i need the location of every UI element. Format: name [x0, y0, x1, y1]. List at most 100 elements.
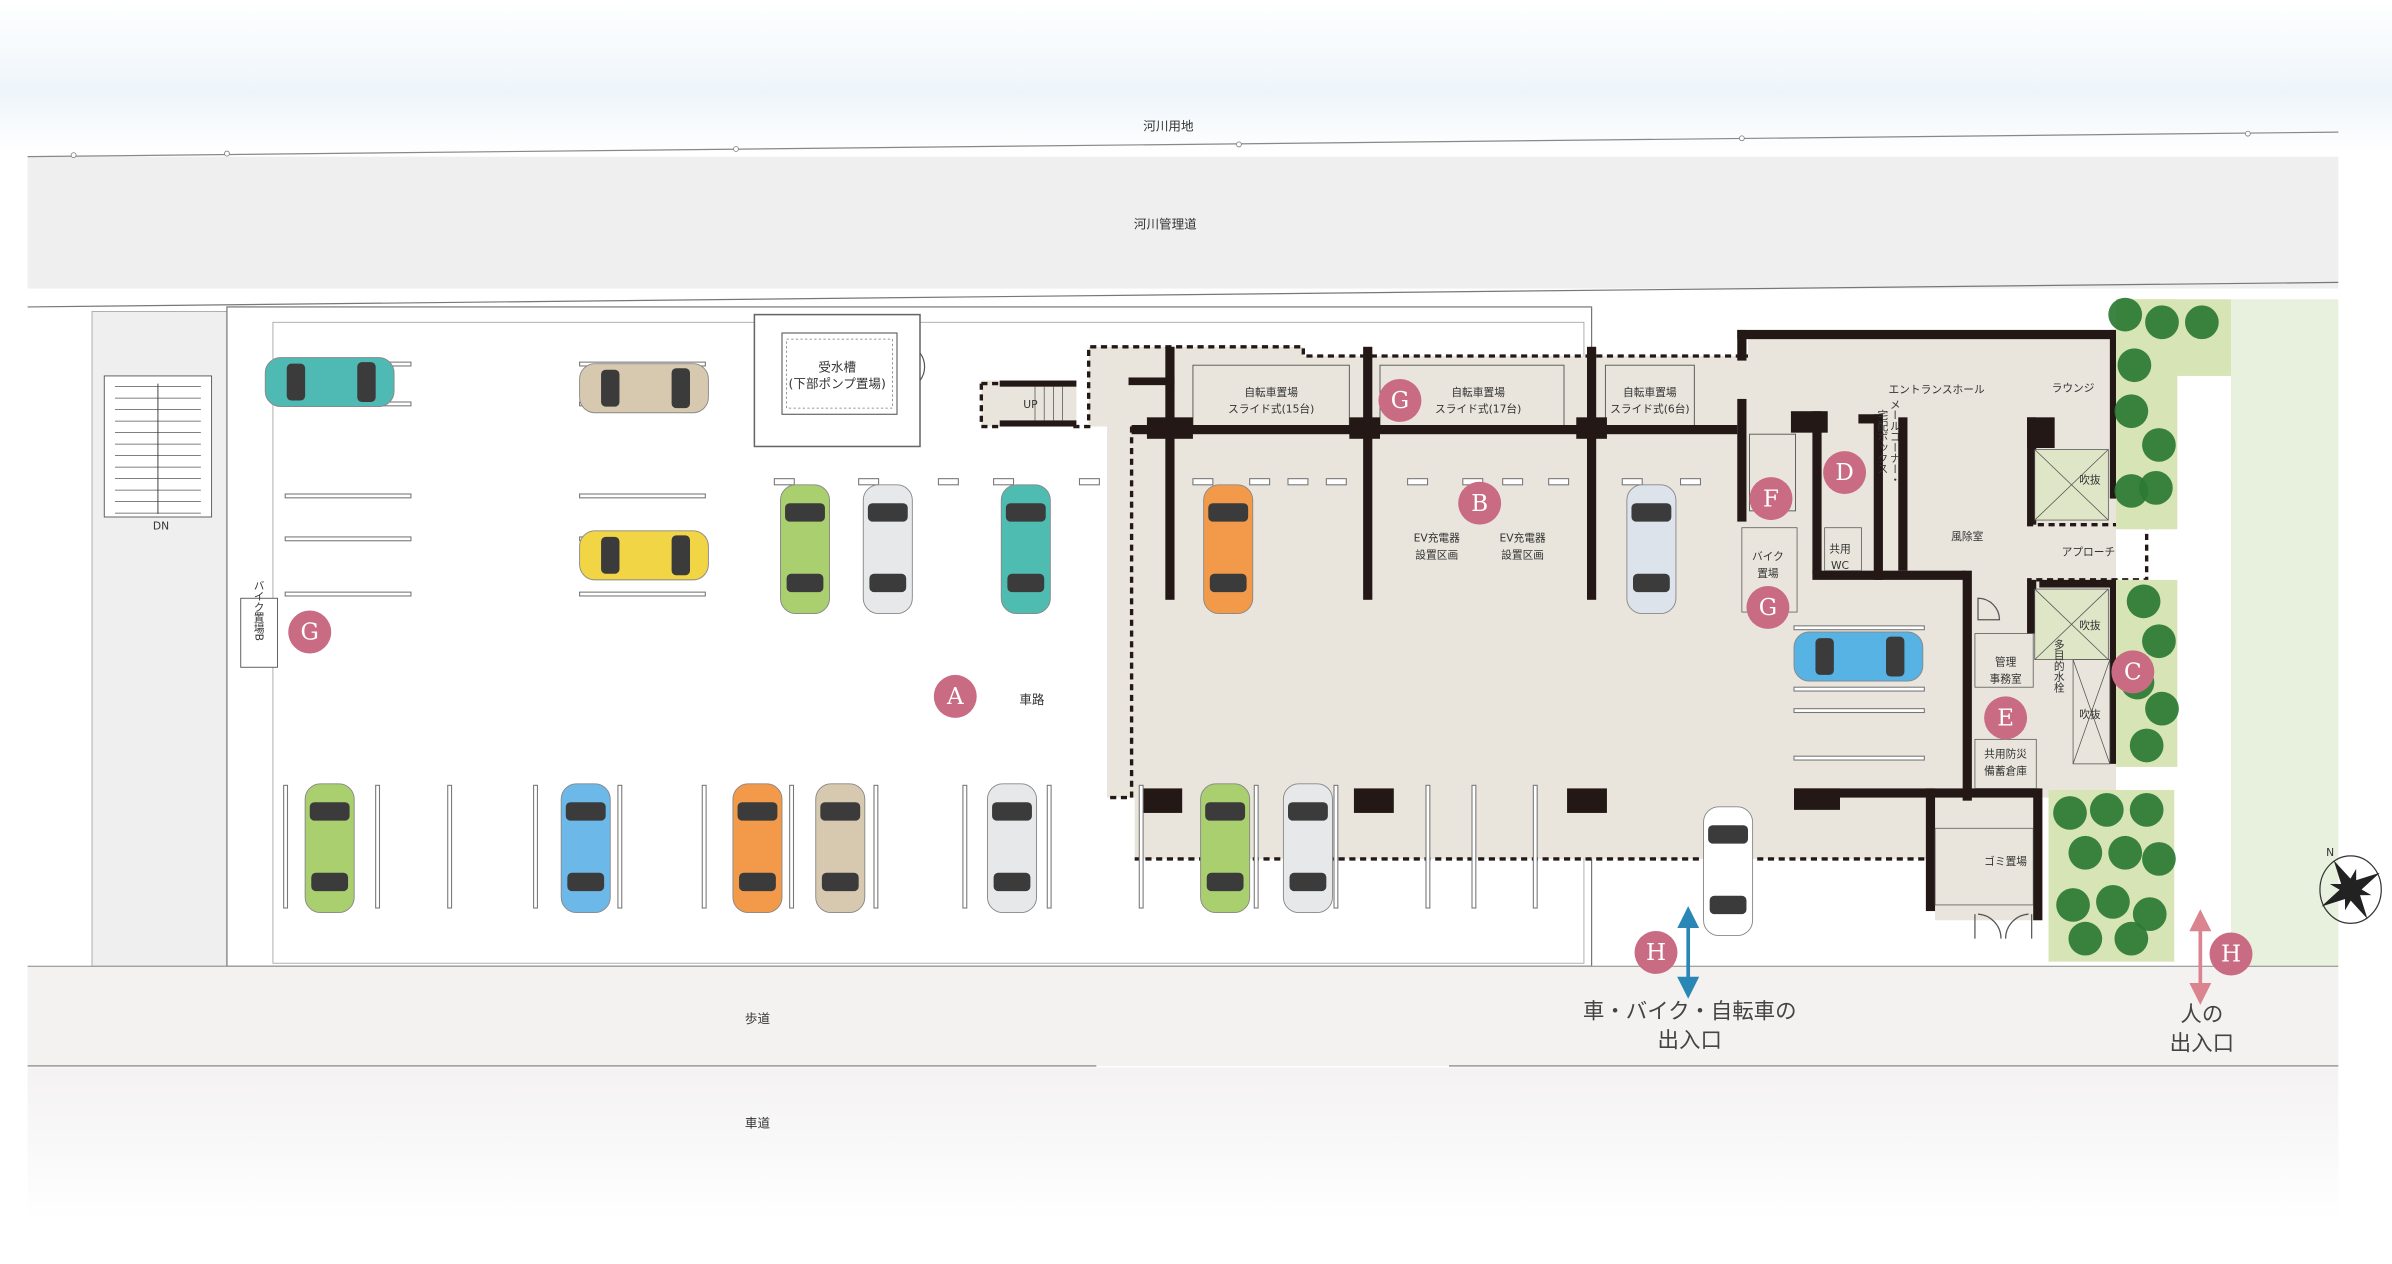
void-1-label: 吹抜 — [2079, 473, 2101, 486]
car-icon — [1203, 484, 1254, 615]
compass-north-label: N — [2326, 846, 2334, 859]
tree-icon — [2142, 842, 2176, 876]
tree-icon — [2096, 885, 2130, 919]
car-icon — [987, 783, 1037, 914]
tree-icon — [2126, 584, 2161, 619]
delivery-box-label: 宅配ボックス — [1876, 409, 1889, 474]
svg-text:E: E — [1997, 706, 2014, 732]
vehicle-entrance-label: 車・バイク・自転車の — [1583, 999, 1797, 1024]
management-office-label: 管理 — [1995, 656, 2017, 669]
car-icon — [560, 783, 611, 914]
car-icon — [780, 484, 830, 615]
roadway-label: 車道 — [745, 1115, 771, 1130]
car-icon — [1626, 484, 1677, 615]
approach-label: アプローチ — [2062, 545, 2116, 558]
ev-charger-2-sublabel: 設置区画 — [1501, 548, 1544, 561]
tree-icon — [2056, 888, 2090, 922]
car-icon — [815, 783, 866, 914]
car-icon — [732, 783, 783, 914]
shared-wc-label: 共用 — [1829, 542, 1850, 555]
marker-g-bike[interactable]: G — [1746, 586, 1790, 629]
svg-text:H: H — [1646, 940, 1666, 966]
bike-parking-sublabel: 置場 — [1757, 567, 1779, 580]
svg-text:D: D — [1835, 460, 1853, 486]
management-office-sublabel: 事務室 — [1990, 673, 2022, 686]
ev-charger-1-label: EV充電器 — [1414, 532, 1461, 545]
tree-icon — [2139, 471, 2173, 505]
entrance-door[interactable] — [1977, 597, 2001, 621]
marker-g-bicycle[interactable]: G — [1378, 379, 1422, 422]
car-icon — [579, 363, 709, 414]
marker-g-bike-b[interactable]: G — [288, 610, 332, 654]
mail-corner-label: メールコーナー・ — [1889, 399, 1902, 485]
car-icon — [862, 484, 913, 615]
bike-parking-b: バイク置場B — [240, 580, 278, 668]
stairs-down: DN — [103, 375, 213, 532]
tree-icon — [2053, 796, 2087, 830]
svg-text:G: G — [1391, 388, 1409, 414]
bike-15-label: 自転車置場 — [1244, 386, 1298, 399]
garbage-room-label: ゴミ置場 — [1984, 855, 2027, 868]
svg-text:A: A — [946, 684, 964, 710]
car-icon — [1282, 783, 1333, 914]
bike-17-label: 自転車置場 — [1451, 386, 1505, 399]
tree-icon — [2145, 691, 2179, 726]
river-land-label: 河川用地 — [1143, 119, 1194, 134]
tree-icon — [2114, 474, 2149, 508]
marker-b[interactable]: B — [1458, 481, 1502, 525]
river-road-label: 河川管理道 — [1134, 217, 1197, 232]
marker-d[interactable]: D — [1823, 451, 1867, 494]
stairs-dn-label: DN — [153, 519, 169, 532]
svg-text:F: F — [1763, 486, 1779, 512]
sidewalk-label: 歩道 — [745, 1011, 771, 1026]
tree-icon — [2145, 305, 2179, 340]
void-2-label: 吹抜 — [2079, 619, 2101, 632]
bike-6-label: 自転車置場 — [1623, 386, 1677, 399]
svg-text:G: G — [1759, 595, 1777, 621]
driveway-label: 車路 — [1019, 692, 1045, 707]
tree-icon — [2142, 624, 2176, 659]
car-icon — [579, 530, 709, 581]
car-icon — [304, 783, 355, 914]
multi-faucet-label: 多目的水栓 — [2053, 638, 2066, 693]
tree-icon — [2108, 835, 2143, 870]
tree-icon — [2068, 835, 2103, 870]
trees — [2053, 297, 2219, 956]
marker-a[interactable]: A — [933, 674, 977, 718]
marker-h-pedestrian[interactable]: H — [2209, 932, 2253, 976]
river-management-road — [27, 156, 2339, 289]
bike-parking-b-label: バイク置場B — [253, 580, 266, 641]
tree-icon — [2114, 394, 2149, 429]
garbage-door[interactable] — [1974, 913, 2033, 939]
entrance-hall-label: エントランスホール — [1888, 383, 1985, 396]
vehicle-entrance-sublabel: 出入口 — [1658, 1029, 1722, 1054]
ev-charger-1-sublabel: 設置区画 — [1415, 548, 1458, 561]
stairs-up-label: UP — [1023, 398, 1038, 411]
disaster-storage-label: 共用防災 — [1984, 748, 2027, 761]
svg-text:G: G — [301, 620, 319, 646]
tree-icon — [2132, 897, 2167, 931]
marker-f[interactable]: F — [1749, 477, 1793, 521]
pedestrian-entrance-sublabel: 出入口 — [2170, 1032, 2234, 1057]
lounge-label: ラウンジ — [2052, 381, 2095, 394]
tree-icon — [2089, 793, 2124, 827]
pedestrian-entrance-label: 人の — [2180, 1002, 2223, 1027]
tree-icon — [2142, 428, 2176, 462]
marker-h-vehicle[interactable]: H — [1634, 931, 1678, 974]
svg-text:H: H — [2221, 942, 2241, 968]
car-icon — [1703, 806, 1754, 937]
marker-e[interactable]: E — [1984, 696, 2028, 740]
svg-text:C: C — [2124, 660, 2142, 686]
legend-markers: A B C D E F G G G H H — [288, 379, 2253, 976]
water-tank-label: 受水槽 — [818, 359, 856, 374]
water-tank-room: 受水槽 (下部ポンプ置場) — [753, 313, 926, 448]
tree-icon — [2114, 921, 2149, 956]
tree-icon — [2129, 793, 2164, 827]
tree-icon — [2129, 728, 2164, 763]
marker-c[interactable]: C — [2111, 650, 2155, 694]
bike-6-sublabel: スライド式(6台) — [1610, 403, 1690, 416]
car-icon — [1000, 484, 1051, 615]
bike-15-sublabel: スライド式(15台) — [1228, 403, 1314, 416]
compass-icon: N — [2319, 846, 2382, 924]
